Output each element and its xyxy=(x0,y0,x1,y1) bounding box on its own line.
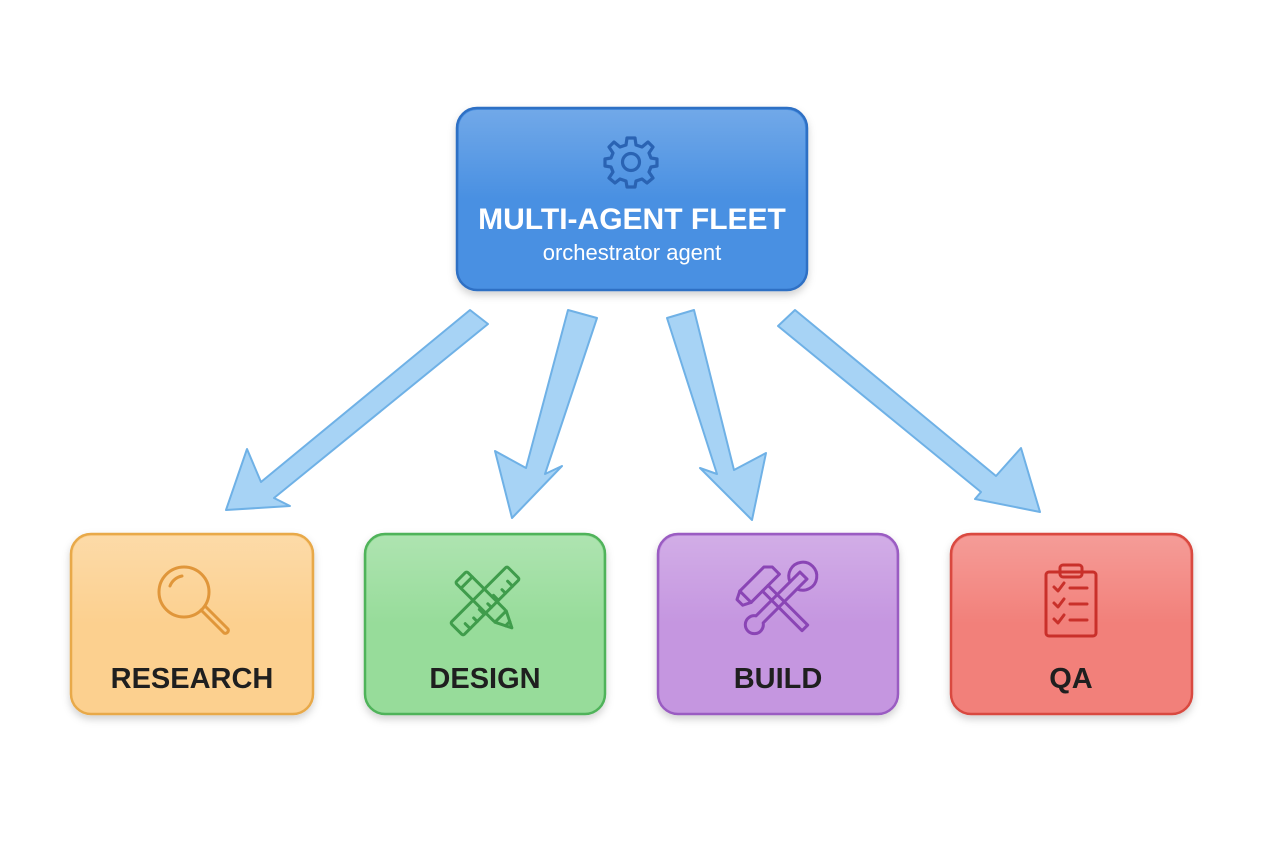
agent-box-qa[interactable]: QA xyxy=(949,532,1194,716)
agent-box-design[interactable]: DESIGN xyxy=(363,532,607,716)
pencil-ruler-icon xyxy=(449,565,521,637)
agent-label: DESIGN xyxy=(429,663,540,695)
hammer-wrench-icon xyxy=(735,560,819,636)
agent-box-gloss xyxy=(367,536,603,712)
clipboard-checklist-icon xyxy=(1044,563,1098,638)
agent-box-gloss xyxy=(660,536,896,712)
magnifier-icon xyxy=(157,565,230,635)
agent-label: QA xyxy=(1049,663,1093,695)
orchestrator-box[interactable]: MULTI-AGENT FLEET orchestrator agent xyxy=(455,106,809,292)
agent-box-gloss xyxy=(953,536,1190,712)
agent-box-gloss xyxy=(73,536,311,712)
agent-label: RESEARCH xyxy=(111,663,274,695)
arrow-to-design xyxy=(494,309,598,519)
arrow-to-qa xyxy=(777,309,1041,513)
arrow-to-build xyxy=(666,309,767,521)
orchestrator-subtitle: orchestrator agent xyxy=(543,240,722,265)
gear-icon xyxy=(603,136,659,189)
arrow-to-research xyxy=(225,309,489,511)
agent-label: BUILD xyxy=(734,663,823,695)
orchestrator-title: MULTI-AGENT FLEET xyxy=(478,203,786,236)
agent-box-research[interactable]: RESEARCH xyxy=(69,532,315,716)
arrows-group xyxy=(225,309,1041,521)
orchestrator-box-gloss xyxy=(459,110,805,288)
agent-box-build[interactable]: BUILD xyxy=(656,532,900,716)
